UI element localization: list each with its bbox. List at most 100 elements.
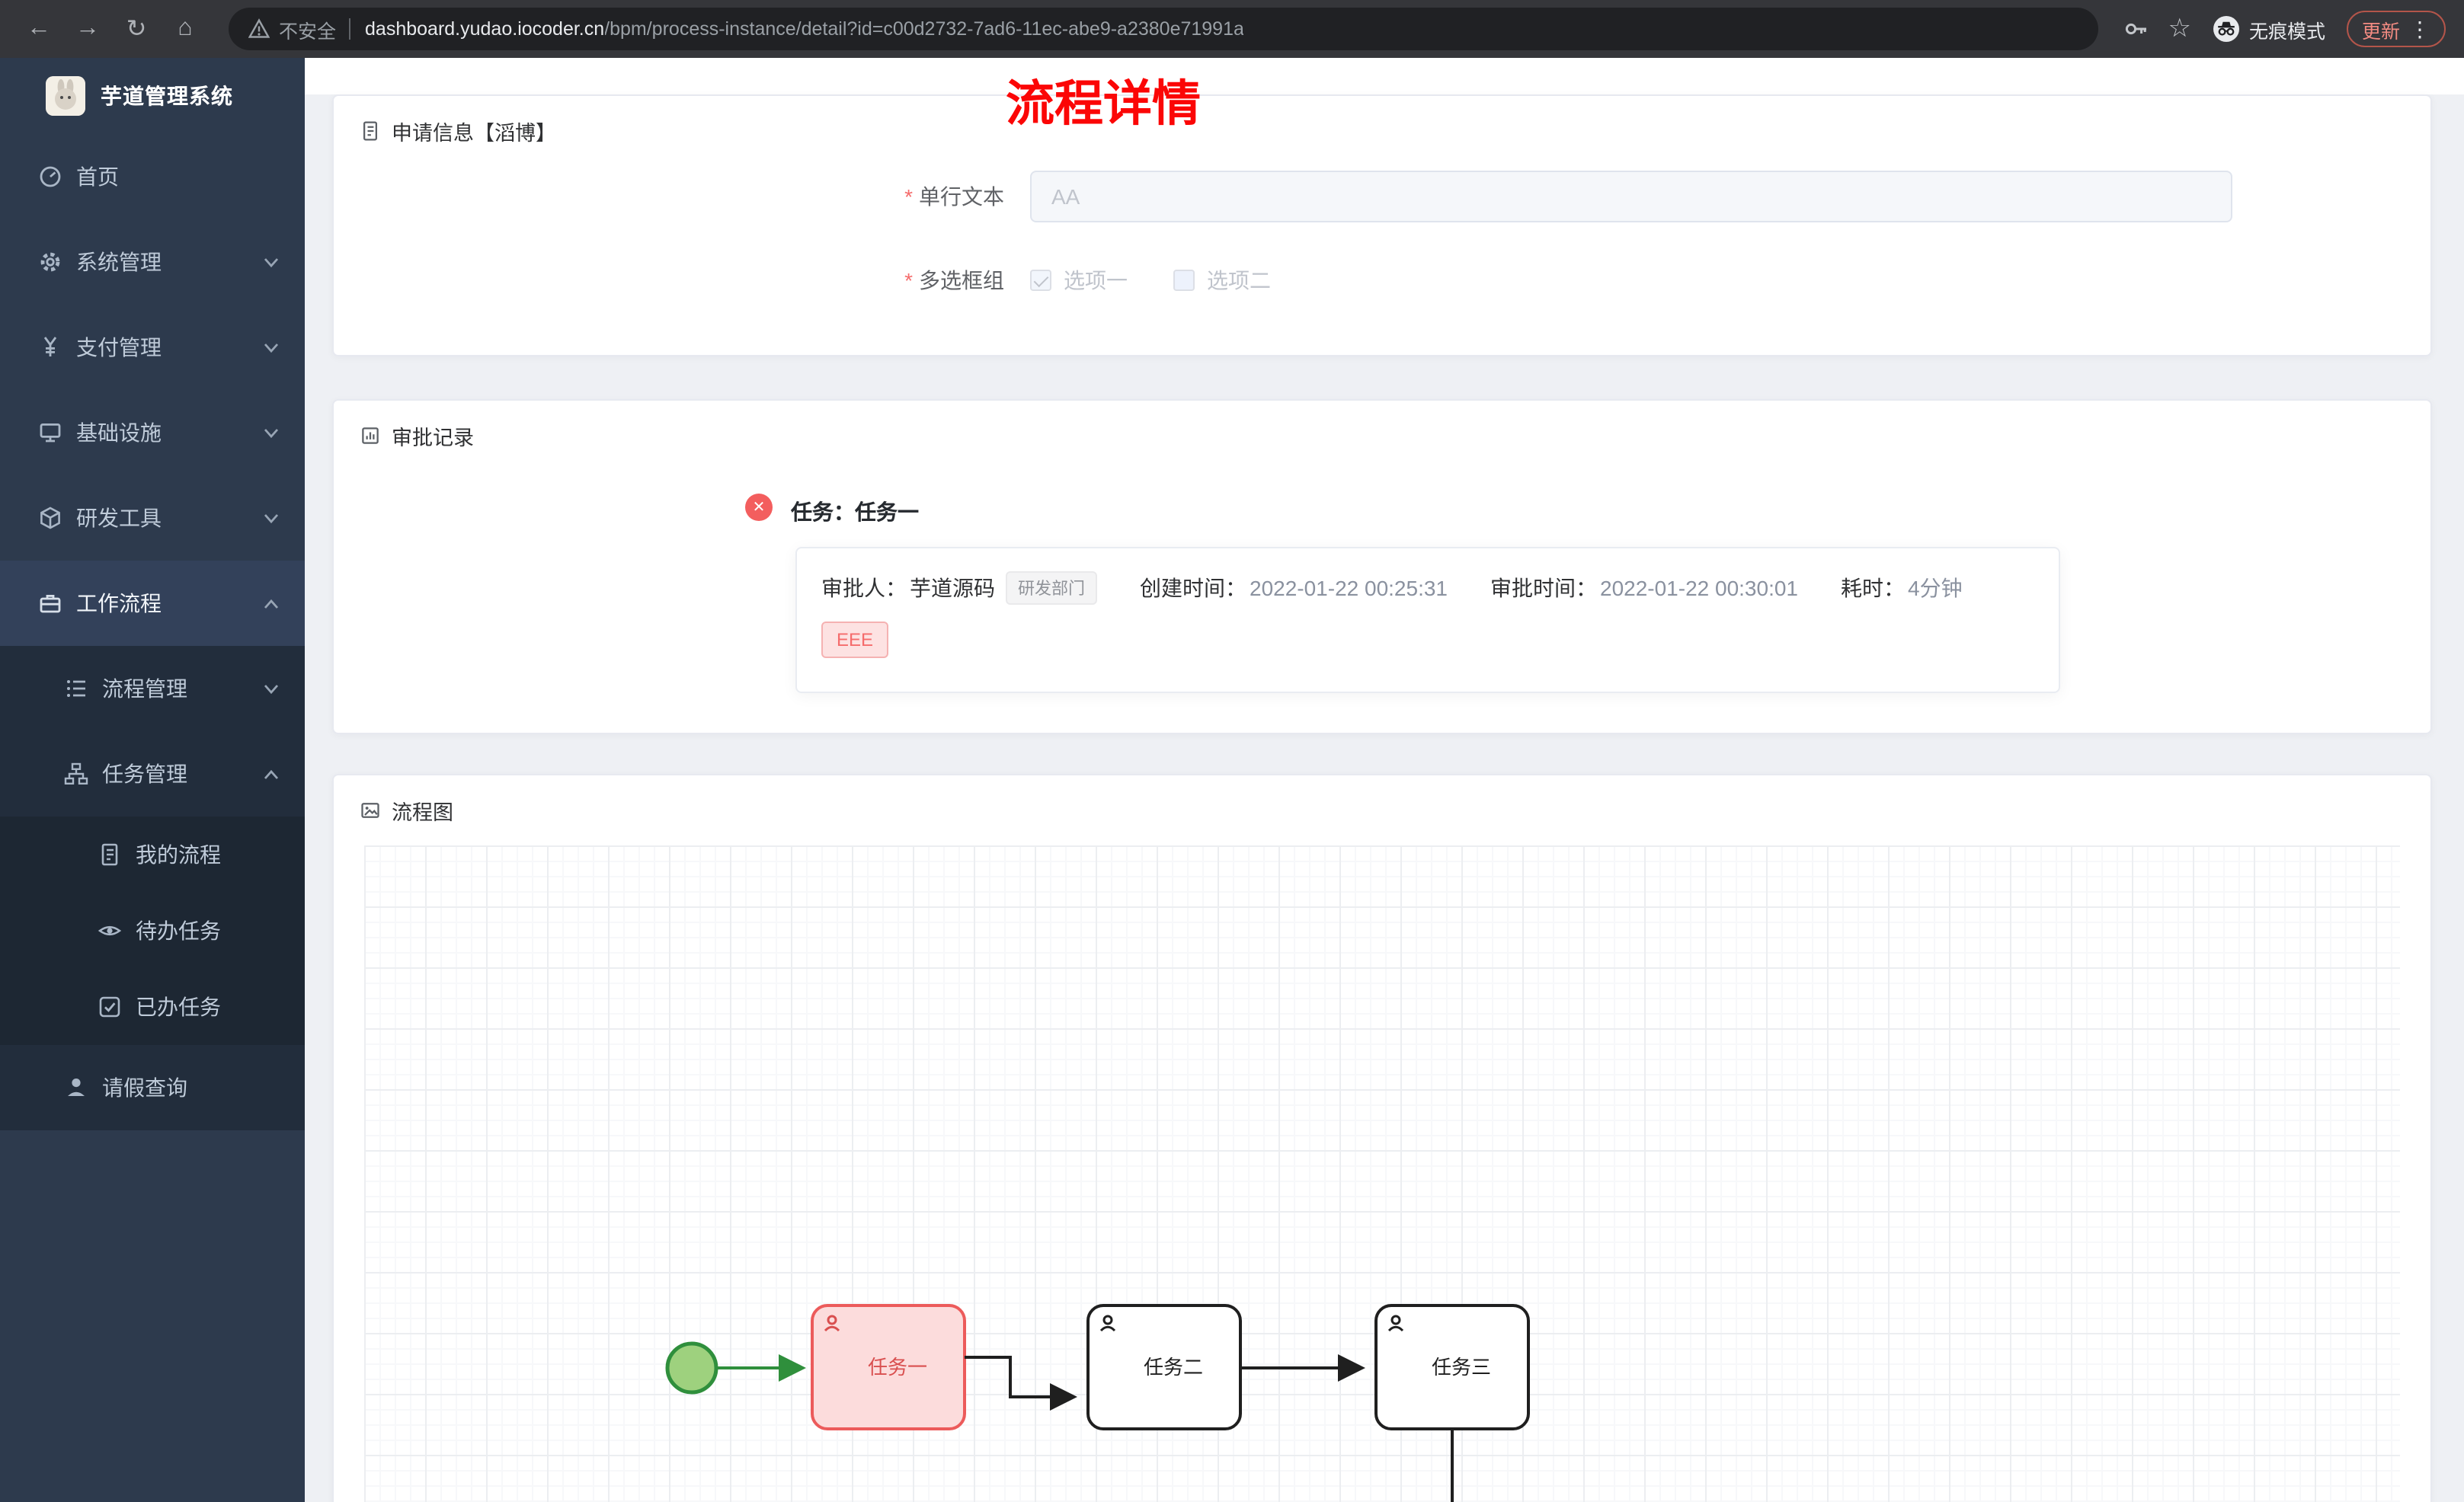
apply-info-card-title: 申请信息【滔博】 (392, 122, 556, 145)
task2-label: 任务二 (1144, 1356, 1203, 1379)
task3-label: 任务三 (1432, 1356, 1491, 1379)
sidebar-item-infrastructure[interactable]: 基础设施 (0, 390, 305, 475)
created-time-label: 创建时间： (1140, 576, 1246, 600)
chevron-down-icon (264, 513, 279, 523)
process-diagram-card: 流程图 任务一 (332, 774, 2432, 1502)
approval-record-card: 审批记录 ✕ 任务：任务一 审批人： 芋道源码 研发部门 创建时间： 2022-… (332, 399, 2432, 734)
browser-menu-dots-icon[interactable]: ⋮ (2409, 16, 2430, 40)
sidebar-item-label: 工作流程 (76, 591, 162, 615)
sidebar-item-workflow[interactable]: 工作流程 (0, 561, 305, 646)
approved-time-group: 审批时间： 2022-01-22 00:30:01 (1490, 573, 1798, 603)
checkbox-option-2-label: 选项二 (1207, 268, 1271, 292)
user-task-icon (824, 1315, 840, 1332)
sidebar-item-label: 请假查询 (102, 1075, 187, 1100)
approver-label: 审批人： (821, 576, 907, 600)
sidebar-item-label: 首页 (76, 165, 119, 189)
duration-label: 耗时： (1841, 576, 1905, 600)
address-bar[interactable]: 不安全 dashboard.yudao.iocoder.cn/bpm/proce… (229, 8, 2098, 50)
single-line-text-row: *单行文本 (334, 171, 2430, 222)
chevron-down-icon (264, 684, 279, 694)
approval-record-card-header: 审批记录 (334, 401, 2430, 465)
update-button[interactable]: 更新 ⋮ (2346, 11, 2446, 47)
approval-record-card-title: 审批记录 (392, 427, 474, 449)
sidebar-item-label: 支付管理 (76, 335, 162, 360)
checkbox-group-label: *多选框组 (904, 268, 1004, 292)
back-button[interactable]: ← (27, 15, 51, 41)
sidebar-item-label: 基础设施 (76, 420, 162, 445)
chevron-up-icon (264, 598, 279, 608)
password-key-icon[interactable] (2122, 15, 2149, 43)
page-title: 流程详情 (1006, 76, 1202, 131)
sidebar-item-label: 系统管理 (76, 250, 162, 274)
required-asterisk: * (904, 268, 913, 292)
checkbox-checked-icon (1030, 270, 1051, 291)
task1-label: 任务一 (868, 1356, 927, 1379)
image-icon (361, 803, 379, 818)
forward-button[interactable]: → (75, 15, 100, 41)
home-button[interactable]: ⌂ (178, 15, 193, 41)
sidebar-item-task-management[interactable]: 任务管理 (0, 731, 305, 817)
monitor-icon (40, 423, 61, 443)
bpmn-canvas[interactable]: 任务一 任务二 任务三 (364, 845, 2400, 1502)
document-icon (363, 121, 378, 141)
header-strip (305, 58, 2464, 94)
bpmn-diagram: 任务一 任务二 任务三 (665, 1304, 1530, 1502)
approval-detail-row: 审批人： 芋道源码 研发部门 创建时间： 2022-01-22 00:25:31… (821, 571, 2034, 605)
sidebar-item-my-processes[interactable]: 我的流程 (0, 817, 305, 893)
sidebar-item-label: 我的流程 (136, 842, 221, 867)
dashboard-icon (40, 166, 61, 187)
sidebar-item-devtools[interactable]: 研发工具 (0, 475, 305, 561)
duration-value: 4分钟 (1908, 576, 1963, 600)
apply-info-card-header: 申请信息【滔博】 (334, 96, 2430, 160)
sidebar-item-label: 已办任务 (136, 995, 221, 1019)
task3-node[interactable] (1374, 1304, 1530, 1430)
list-icon (67, 680, 85, 697)
rejected-status-icon: ✕ (745, 494, 773, 521)
created-time-value: 2022-01-22 00:25:31 (1250, 576, 1448, 600)
checkbox-group: 选项一 选项二 (1030, 265, 1317, 296)
approval-detail-box: 审批人： 芋道源码 研发部门 创建时间： 2022-01-22 00:25:31… (795, 547, 2060, 693)
logo-avatar (46, 76, 85, 116)
org-tree-icon (64, 762, 88, 785)
department-tag: 研发部门 (1006, 571, 1097, 605)
sidebar-item-leave-query[interactable]: 请假查询 (0, 1045, 305, 1130)
process-diagram-card-header: 流程图 (334, 775, 2430, 839)
url-domain: dashboard.yudao.iocoder.cn (365, 18, 605, 40)
document-icon (101, 843, 118, 866)
chevron-down-icon (264, 257, 279, 267)
user-task-icon (1387, 1315, 1404, 1332)
update-label: 更新 (2361, 21, 2400, 42)
reload-button[interactable]: ↻ (126, 17, 147, 43)
process-diagram-card-title: 流程图 (392, 801, 453, 824)
chevron-up-icon (264, 769, 279, 778)
chevron-down-icon (264, 428, 279, 438)
sidebar-item-process-management[interactable]: 流程管理 (0, 646, 305, 731)
url-path: /bpm/process-instance/detail?id=c00d2732… (604, 18, 1244, 40)
person-icon (68, 1079, 85, 1096)
app-logo[interactable]: 芋道管理系统 (0, 58, 305, 134)
security-label: 不安全 (279, 21, 337, 42)
start-event-node[interactable] (665, 1341, 718, 1395)
sidebar-item-system[interactable]: 系统管理 (0, 219, 305, 305)
sidebar-item-label: 待办任务 (136, 919, 221, 943)
task1-node[interactable] (811, 1304, 966, 1430)
sidebar-item-label: 任务管理 (102, 762, 187, 786)
single-line-text-label: *单行文本 (904, 184, 1004, 209)
comment-tag: EEE (821, 622, 889, 658)
user-task-icon (1099, 1315, 1116, 1332)
apply-info-card: 申请信息【滔博】 *单行文本 *多选框组 选项一 选项二 (332, 94, 2432, 356)
sidebar-item-label: 研发工具 (76, 506, 162, 530)
checkbox-option-2: 选项二 (1173, 265, 1271, 296)
main-content: 流程详情 申请信息【滔博】 *单行文本 *多选框组 选项一 (305, 58, 2464, 1502)
checkbox-group-row: *多选框组 选项一 选项二 (334, 264, 2430, 297)
approved-time-label: 审批时间： (1490, 576, 1597, 600)
sidebar-item-todo-tasks[interactable]: 待办任务 (0, 893, 305, 969)
duration-group: 耗时： 4分钟 (1841, 573, 1963, 603)
flow-task1-to-task2 (965, 1356, 1077, 1411)
sidebar-item-home[interactable]: 首页 (0, 134, 305, 219)
sidebar-item-done-tasks[interactable]: 已办任务 (0, 969, 305, 1045)
sidebar-item-payment[interactable]: 支付管理 (0, 305, 305, 390)
bookmark-star-icon[interactable]: ☆ (2168, 14, 2191, 43)
incognito-icon (2213, 16, 2239, 42)
